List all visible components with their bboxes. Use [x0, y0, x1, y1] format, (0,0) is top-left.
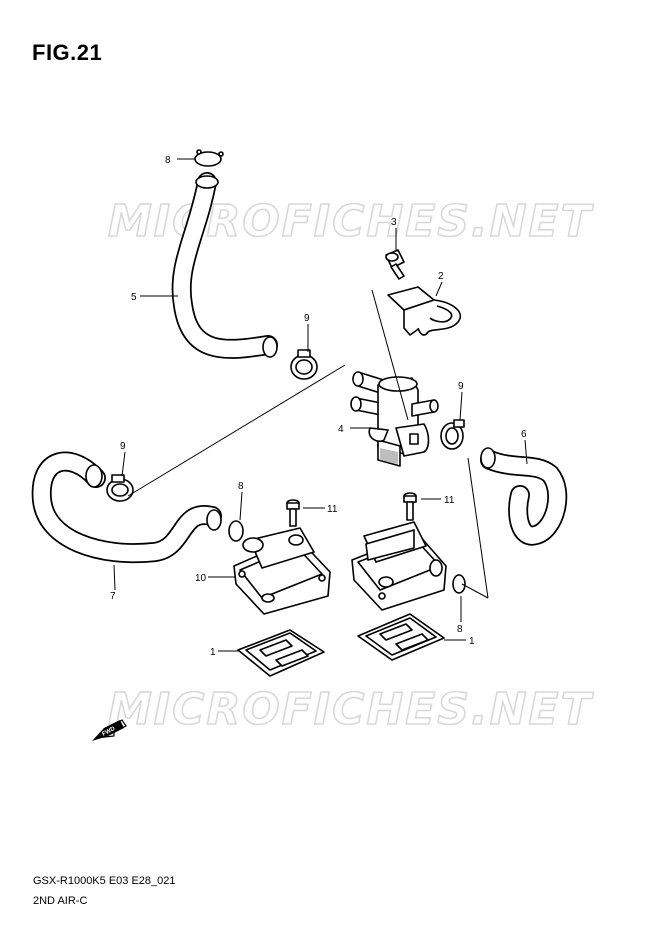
watermark-top: MICROFICHES.NET: [108, 196, 594, 247]
footer-figure-name: 2ND AIR-C: [33, 895, 88, 907]
reed-plate-1-left: [237, 629, 325, 677]
callout-8-top: 8: [165, 155, 171, 166]
valve-4: [350, 371, 439, 467]
cover-right: [351, 521, 447, 611]
callout-10: 10: [195, 573, 207, 584]
cover-10: [233, 527, 331, 615]
o-ring-8-left: [228, 520, 244, 542]
o-ring-8-right: [452, 574, 466, 594]
clamp-9-right: [440, 419, 465, 450]
callout-7: 7: [110, 591, 116, 602]
callout-6: 6: [521, 429, 527, 440]
callout-1-left: 1: [210, 647, 216, 658]
callout-1-right: 1: [469, 636, 475, 647]
callout-5: 5: [131, 292, 137, 303]
clamp-9-left: [106, 474, 134, 502]
leader-lines: [113, 158, 528, 652]
callout-3: 3: [391, 217, 397, 228]
callout-9-upper: 9: [304, 313, 310, 324]
callout-9-left: 9: [120, 441, 126, 452]
bolt-11-left: [286, 499, 300, 527]
o-ring-8-top: [194, 149, 224, 167]
bracket-2: [387, 286, 461, 336]
figure-title: FIG.21: [32, 40, 103, 65]
callout-11-left: 11: [327, 504, 338, 515]
clamp-9-upper: [290, 349, 318, 380]
hose-7: [31, 451, 222, 564]
fwd-arrow-icon: FWD: [92, 719, 127, 741]
callout-9-right: 9: [458, 381, 464, 392]
watermark-bottom: MICROFICHES.NET: [108, 684, 594, 735]
reed-plate-1-right: [357, 613, 445, 661]
callout-numbers: 8 3 2 5 9 9 4 6 9 8 11 11 7 10 8 1 1: [110, 155, 527, 658]
callout-4: 4: [338, 424, 344, 435]
bolt-11-right: [403, 492, 417, 521]
hose-5: [171, 172, 278, 359]
footer-model-code: GSX-R1000K5 E03 E28_021: [33, 875, 176, 887]
callout-8-left: 8: [238, 481, 244, 492]
bolt-3: [385, 249, 405, 280]
callout-11-right: 11: [444, 495, 455, 506]
callout-8-right: 8: [457, 624, 463, 635]
callout-2: 2: [438, 271, 444, 282]
hose-6: [480, 447, 568, 546]
